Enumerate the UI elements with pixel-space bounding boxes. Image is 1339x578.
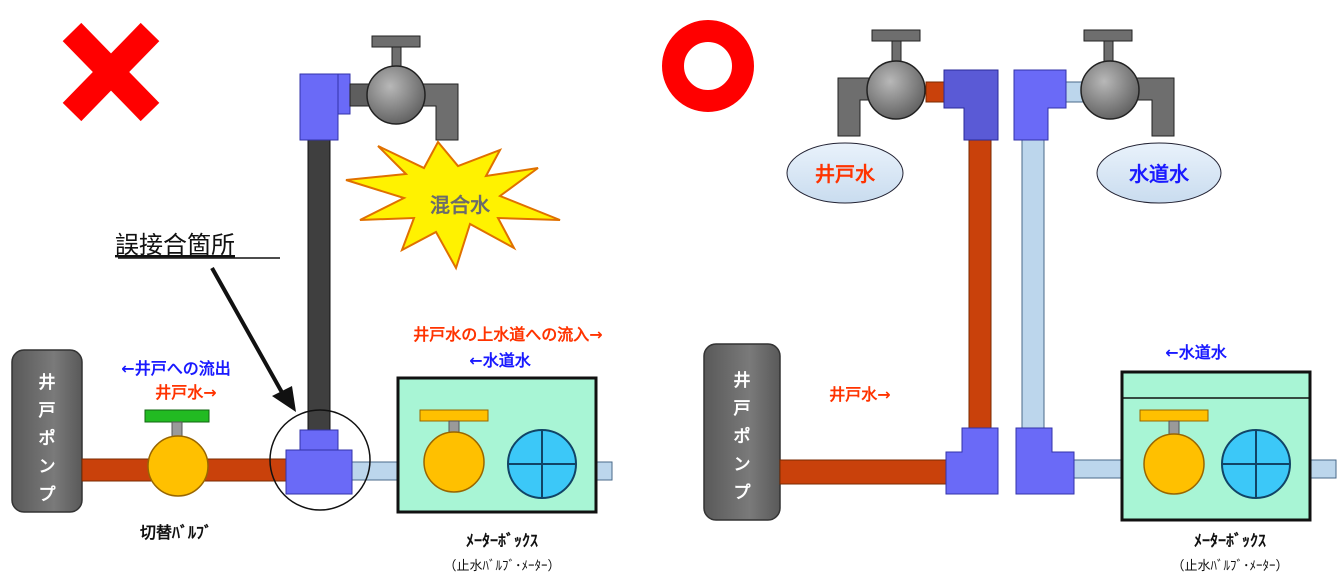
inflow-label: 井戸水の上水道への流入→	[413, 325, 602, 344]
mixed-pipe	[307, 109, 331, 441]
svg-text:戸: 戸	[39, 401, 56, 421]
left-panel: 井 戸 ポ ン プ	[11, 22, 613, 574]
svg-text:井: 井	[39, 372, 56, 393]
meter-box	[396, 376, 598, 514]
meter-box-label: ﾒｰﾀｰﾎﾞｯｸｽ	[1194, 531, 1266, 550]
tap-water-label: ←水道水	[1165, 343, 1227, 362]
circle-icon	[662, 20, 754, 112]
mixed-water-burst: 混合水	[345, 140, 561, 271]
svg-text:ポ: ポ	[734, 426, 751, 447]
tee-fitting	[285, 429, 353, 495]
faucet-icon	[837, 29, 926, 137]
tap-water-label: ←水道水	[469, 351, 531, 370]
outflow-label: ←井戸への流出	[121, 359, 230, 378]
tap-water-bubble: 水道水	[1096, 142, 1222, 204]
svg-text:井: 井	[734, 370, 751, 391]
tap-bubble-label: 水道水	[1129, 162, 1190, 186]
well-pump: 井 戸 ポ ン プ	[11, 349, 83, 513]
misconnection-label: 誤接合箇所	[115, 231, 235, 259]
elbow-fitting	[943, 69, 999, 495]
elbow-fitting	[299, 73, 351, 141]
meter-box-sub: （止水ﾊﾞﾙﾌﾞ･ﾒｰﾀｰ）	[1171, 559, 1288, 574]
faucet-icon	[349, 35, 459, 141]
tap-riser	[1021, 135, 1045, 433]
cross-icon	[62, 22, 160, 122]
svg-text:戸: 戸	[734, 399, 751, 419]
mixed-water-label: 混合水	[430, 193, 491, 217]
valve-label: 切替ﾊﾞﾙﾌﾞ	[140, 523, 212, 542]
arrow-icon	[210, 267, 286, 397]
water-meter	[507, 429, 577, 499]
misconnection-circle	[269, 409, 371, 511]
well-water-bubble: 井戸水	[786, 142, 904, 204]
svg-text:ン: ン	[734, 455, 751, 475]
water-meter	[1221, 429, 1291, 499]
well-water-label: 井戸水→	[155, 383, 216, 402]
meter-box-label: ﾒｰﾀｰﾎﾞｯｸｽ	[466, 531, 538, 550]
well-water-label: 井戸水→	[829, 385, 890, 404]
well-pump: 井 戸 ポ ン プ	[703, 343, 781, 521]
elbow-fitting	[1013, 69, 1075, 495]
well-bubble-label: 井戸水	[815, 162, 876, 186]
well-pipe	[779, 459, 953, 485]
svg-text:プ: プ	[734, 482, 752, 503]
right-panel: 井 戸 ポ ン プ	[662, 20, 1337, 574]
well-riser	[968, 135, 992, 433]
meter-box	[1120, 370, 1312, 522]
faucet-icon	[1080, 29, 1175, 137]
meter-box-sub: （止水ﾊﾞﾙﾌﾞ･ﾒｰﾀｰ）	[443, 559, 560, 574]
svg-text:ン: ン	[39, 457, 56, 477]
svg-text:プ: プ	[39, 484, 57, 505]
switch-valve	[144, 409, 210, 497]
svg-text:ポ: ポ	[39, 428, 56, 449]
